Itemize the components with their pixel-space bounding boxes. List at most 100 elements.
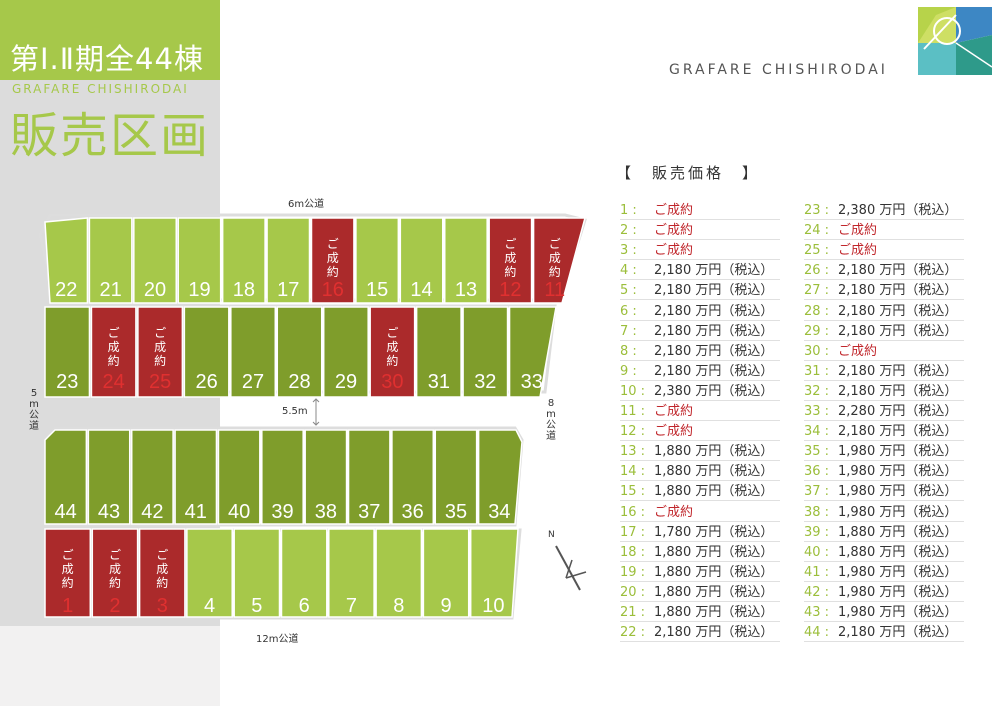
price-row: 29 :2,180 万円（税込） [804, 320, 964, 341]
plot-shape [276, 306, 323, 398]
plot-17[interactable]: 17 [266, 217, 311, 304]
price-row: 2 :ご成約 [620, 219, 780, 241]
plot-28[interactable]: 28 [276, 306, 323, 398]
plot-shape [266, 217, 311, 304]
price-row: 21 :1,880 万円（税込） [620, 601, 780, 622]
price-row: 3 :ご成約 [620, 239, 780, 261]
price-plot-number: 13 : [620, 444, 646, 460]
price-row: 26 :2,180 万円（税込） [804, 259, 964, 281]
plot-23[interactable]: 23 [44, 306, 91, 398]
plot-7[interactable]: 7 [328, 528, 375, 618]
plot-32[interactable]: 32 [462, 306, 509, 398]
plot-number: 22 [55, 279, 77, 301]
plot-15[interactable]: 15 [355, 217, 400, 304]
plot-41[interactable]: 41 [174, 429, 218, 525]
plot-shape [391, 429, 435, 525]
middle-road-arrow [312, 398, 320, 426]
brand-logo-icon [916, 5, 994, 77]
plot-number: 41 [185, 501, 207, 523]
sold-label-char: 成 [156, 562, 168, 576]
price-row: 22 :2,180 万円（税込） [620, 621, 780, 643]
price-row: 42 :1,980 万円（税込） [804, 581, 964, 602]
plot-shape [355, 217, 400, 304]
plot-39[interactable]: 39 [261, 429, 304, 525]
plot-number: 34 [488, 501, 510, 523]
price-value: 2,380 万円（税込） [654, 383, 774, 399]
price-sold-label: ご成約 [654, 504, 694, 520]
price-row: 15 :1,880 万円（税込） [620, 480, 780, 502]
plot-5[interactable]: 5 [233, 528, 281, 618]
price-value: 1,980 万円（税込） [838, 464, 958, 480]
plot-number: 43 [98, 501, 120, 523]
plot-number: 38 [315, 501, 337, 523]
price-value: 1,880 万円（税込） [654, 444, 774, 460]
plot-shape [322, 306, 369, 398]
plot-6[interactable]: 6 [280, 528, 328, 618]
sold-label-char: 成 [504, 251, 516, 265]
price-plot-number: 12 : [620, 424, 646, 440]
plot-35[interactable]: 35 [434, 429, 478, 525]
plot-13[interactable]: 13 [444, 217, 488, 304]
price-row: 30 :ご成約 [804, 340, 964, 361]
price-plot-number: 36 : [804, 464, 830, 480]
plot-number: 26 [195, 371, 217, 393]
plot-40[interactable]: 40 [217, 429, 261, 525]
price-plot-number: 41 : [804, 564, 830, 580]
plot-10[interactable]: 10 [469, 528, 519, 618]
plot-shape [177, 217, 222, 304]
price-plot-number: 1 : [620, 203, 637, 218]
plot-number: 37 [358, 501, 380, 523]
price-row: 23 :2,380 万円（税込） [804, 199, 964, 220]
plot-9[interactable]: 9 [422, 528, 470, 618]
plot-shape [91, 528, 139, 618]
price-value: 2,180 万円（税込） [654, 363, 774, 379]
price-plot-number: 11 : [620, 404, 646, 419]
plot-42[interactable]: 42 [130, 429, 174, 525]
plot-19[interactable]: 19 [177, 217, 222, 304]
plot-number: 35 [445, 501, 467, 523]
plot-18[interactable]: 18 [221, 217, 266, 304]
plot-14[interactable]: 14 [399, 217, 444, 304]
plot-26[interactable]: 26 [183, 306, 230, 398]
plot-4[interactable]: 4 [186, 528, 233, 618]
price-plot-number: 20 : [620, 584, 646, 600]
title-box: 第Ⅰ.Ⅱ期全44棟 [0, 0, 220, 80]
plot-number: 10 [482, 595, 504, 617]
price-value: 1,880 万円（税込） [654, 464, 774, 480]
plot-shape [44, 306, 91, 398]
plot-34[interactable]: 34 [477, 429, 523, 525]
plot-number: 21 [100, 279, 122, 301]
plot-shape [375, 528, 423, 618]
plot-29[interactable]: 29 [322, 306, 369, 398]
plot-number: 39 [271, 501, 293, 523]
plot-number: 11 [544, 279, 565, 301]
plot-33[interactable]: 33 [508, 306, 557, 398]
plot-shape [44, 217, 89, 304]
plot-44[interactable]: 44 [44, 429, 88, 525]
plot-21[interactable]: 21 [88, 217, 133, 304]
plot-20[interactable]: 20 [133, 217, 177, 304]
plot-31[interactable]: 31 [415, 306, 462, 398]
price-row: 14 :1,880 万円（税込） [620, 460, 780, 482]
price-plot-number: 5 : [620, 283, 637, 299]
plot-number: 2 [109, 595, 120, 617]
plot-36[interactable]: 36 [391, 429, 435, 525]
plot-37[interactable]: 37 [347, 429, 391, 525]
plot-22[interactable]: 22 [44, 217, 89, 304]
plot-43[interactable]: 43 [87, 429, 131, 525]
plot-27[interactable]: 27 [230, 306, 277, 398]
plot-8[interactable]: 8 [375, 528, 423, 618]
price-plot-number: 6 : [620, 303, 637, 319]
plot-shape [462, 306, 509, 398]
plot-number: 12 [499, 279, 521, 301]
plot-38[interactable]: 38 [304, 429, 348, 525]
